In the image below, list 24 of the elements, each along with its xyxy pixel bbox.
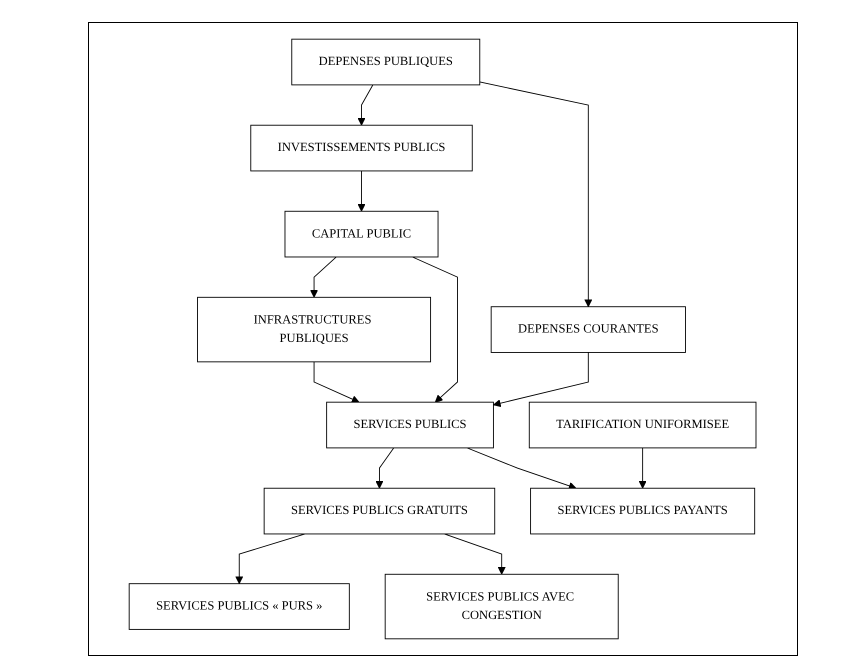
node-box — [129, 583, 350, 630]
arrow — [444, 534, 506, 575]
node-box — [326, 402, 494, 448]
arrow — [376, 447, 395, 489]
node-box — [292, 38, 481, 86]
node-box — [491, 306, 686, 353]
arrow — [493, 352, 590, 408]
arrow — [639, 447, 647, 489]
arrow — [358, 170, 366, 212]
arrow — [467, 447, 577, 490]
node-box — [385, 574, 620, 640]
arrow — [480, 82, 593, 308]
diagram-frame: DEPENSES PUBLIQUES INVESTISSEMENTS PUBLICS DEPENSES COURANTES CAPITAL PUBLIC INFRASTRUCTURES PUBLIQUES SERVICES PUBLICS TARIFICATION UNIFORMISEE SERVICES PUBLICS GRATUITS SERVICES PUBLICS PAYANTS SERVICES PUBLICS « PURS » SERVICES PUBLICS AVEC CONGESTION — [88, 22, 798, 656]
node-box — [250, 124, 474, 172]
node-box — [530, 488, 756, 534]
node-box — [284, 210, 439, 258]
node-box — [198, 296, 432, 362]
arrow — [314, 361, 360, 403]
arrow — [236, 534, 306, 584]
arrow — [310, 256, 338, 298]
node-box — [264, 488, 496, 534]
arrow — [358, 84, 374, 126]
node-box — [529, 402, 757, 448]
arrow — [412, 256, 458, 403]
